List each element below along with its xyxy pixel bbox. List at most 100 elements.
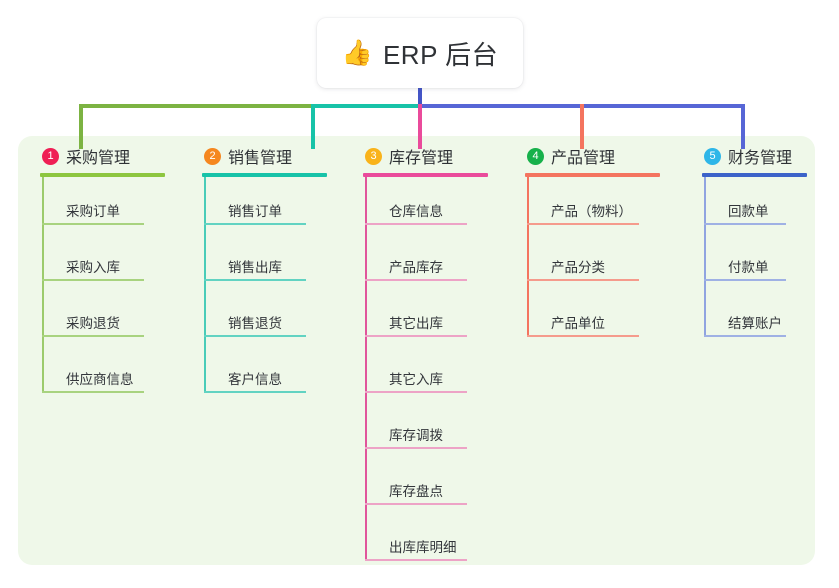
list-item-rule <box>365 559 467 561</box>
list-item-label: 库存盘点 <box>389 484 443 499</box>
branch-bar-segment-2 <box>311 104 421 108</box>
column-badge-2: 2 <box>204 147 221 165</box>
list-item[interactable]: 销售订单 <box>202 177 352 233</box>
list-item-rule <box>704 279 786 281</box>
list-item-label: 产品分类 <box>551 260 605 275</box>
list-item-label: 付款单 <box>728 260 769 275</box>
root-node-title: ERP 后台 <box>382 39 499 70</box>
list-item-rule <box>204 223 306 225</box>
column-items-1: 采购订单采购入库采购退货供应商信息 <box>40 177 190 401</box>
list-item-rule <box>527 223 639 225</box>
list-item[interactable]: 销售退货 <box>202 289 352 345</box>
list-item[interactable]: 产品库存 <box>363 233 513 289</box>
list-item-rule <box>365 279 467 281</box>
column-items-3: 仓库信息产品库存其它出库其它入库库存调拨库存盘点出库库明细 <box>363 177 513 569</box>
column-rule-2 <box>202 173 327 177</box>
list-item-rule <box>365 391 467 393</box>
list-item-label: 采购退货 <box>66 316 120 331</box>
column-3: 3 库存管理仓库信息产品库存其它出库其它入库库存调拨库存盘点出库库明细 <box>363 145 513 569</box>
column-spine-3 <box>365 177 367 561</box>
column-items-5: 回款单付款单结算账户 <box>702 177 832 345</box>
list-item[interactable]: 采购订单 <box>40 177 190 233</box>
list-item-label: 销售订单 <box>228 204 282 219</box>
list-item-label: 产品（物料） <box>551 204 632 219</box>
column-badge-3: 3 <box>365 147 382 165</box>
column-header-3[interactable]: 3 库存管理 <box>363 145 513 167</box>
root-node-card[interactable]: 👍 ERP 后台 <box>317 18 523 88</box>
list-item[interactable]: 结算账户 <box>702 289 832 345</box>
list-item[interactable]: 供应商信息 <box>40 345 190 401</box>
list-item-rule <box>42 279 144 281</box>
column-badge-4: 4 <box>527 147 544 165</box>
column-badge-5: 5 <box>704 147 721 165</box>
column-header-2[interactable]: 2 销售管理 <box>202 145 352 167</box>
column-header-4[interactable]: 4 产品管理 <box>525 145 685 167</box>
list-item-label: 供应商信息 <box>66 372 134 387</box>
column-items-2: 销售订单销售出库销售退货客户信息 <box>202 177 352 401</box>
column-title-4: 产品管理 <box>551 150 616 167</box>
list-item-rule <box>365 447 467 449</box>
list-item-label: 采购入库 <box>66 260 120 275</box>
column-spine-2 <box>204 177 206 393</box>
list-item-label: 库存调拨 <box>389 428 443 443</box>
list-item[interactable]: 销售出库 <box>202 233 352 289</box>
list-item-rule <box>42 223 144 225</box>
list-item-label: 销售出库 <box>228 260 282 275</box>
list-item[interactable]: 采购入库 <box>40 233 190 289</box>
column-title-3: 库存管理 <box>389 150 454 167</box>
trunk-connector <box>418 86 422 108</box>
column-2: 2 销售管理销售订单销售出库销售退货客户信息 <box>202 145 352 401</box>
list-item-rule <box>204 335 306 337</box>
list-item-rule <box>527 279 639 281</box>
diagram-panel <box>18 136 815 565</box>
branch-stub-3 <box>418 104 422 149</box>
list-item-label: 出库库明细 <box>389 540 457 555</box>
column-header-1[interactable]: 1 采购管理 <box>40 145 190 167</box>
list-item[interactable]: 出库库明细 <box>363 513 513 569</box>
list-item-rule <box>527 335 639 337</box>
column-title-5: 财务管理 <box>728 150 793 167</box>
column-header-5[interactable]: 5 财务管理 <box>702 145 832 167</box>
column-4: 4 产品管理产品（物料） 产品分类产品单位 <box>525 145 685 345</box>
list-item-label: 结算账户 <box>728 316 782 331</box>
list-item-label: 其它入库 <box>389 372 443 387</box>
column-spine-1 <box>42 177 44 393</box>
list-item[interactable]: 采购退货 <box>40 289 190 345</box>
branch-stub-5 <box>741 104 745 149</box>
list-item[interactable]: 付款单 <box>702 233 832 289</box>
column-5: 5 财务管理回款单付款单结算账户 <box>702 145 832 345</box>
list-item-rule <box>704 335 786 337</box>
list-item-label: 销售退货 <box>228 316 282 331</box>
list-item[interactable]: 客户信息 <box>202 345 352 401</box>
list-item-rule <box>42 335 144 337</box>
list-item-rule <box>42 391 144 393</box>
list-item[interactable]: 产品（物料） <box>525 177 685 233</box>
column-rule-1 <box>40 173 165 177</box>
column-title-1: 采购管理 <box>66 150 131 167</box>
list-item[interactable]: 产品分类 <box>525 233 685 289</box>
column-rule-3 <box>363 173 488 177</box>
list-item[interactable]: 库存盘点 <box>363 457 513 513</box>
branch-bar-segment-1 <box>79 104 313 108</box>
list-item[interactable]: 其它出库 <box>363 289 513 345</box>
list-item[interactable]: 仓库信息 <box>363 177 513 233</box>
list-item-rule <box>365 223 467 225</box>
list-item-rule <box>704 223 786 225</box>
column-title-2: 销售管理 <box>228 150 293 167</box>
list-item[interactable]: 其它入库 <box>363 345 513 401</box>
column-badge-1: 1 <box>42 147 59 165</box>
list-item-rule <box>204 279 306 281</box>
list-item[interactable]: 库存调拨 <box>363 401 513 457</box>
branch-stub-2 <box>311 104 315 149</box>
list-item[interactable]: 回款单 <box>702 177 832 233</box>
column-spine-5 <box>704 177 706 337</box>
list-item-rule <box>365 335 467 337</box>
list-item-rule <box>204 391 306 393</box>
list-item-label: 产品库存 <box>389 260 443 275</box>
column-1: 1 采购管理采购订单采购入库采购退货供应商信息 <box>40 145 190 401</box>
column-items-4: 产品（物料） 产品分类产品单位 <box>525 177 685 345</box>
list-item-label: 其它出库 <box>389 316 443 331</box>
column-spine-4 <box>527 177 529 337</box>
list-item[interactable]: 产品单位 <box>525 289 685 345</box>
column-rule-4 <box>525 173 660 177</box>
